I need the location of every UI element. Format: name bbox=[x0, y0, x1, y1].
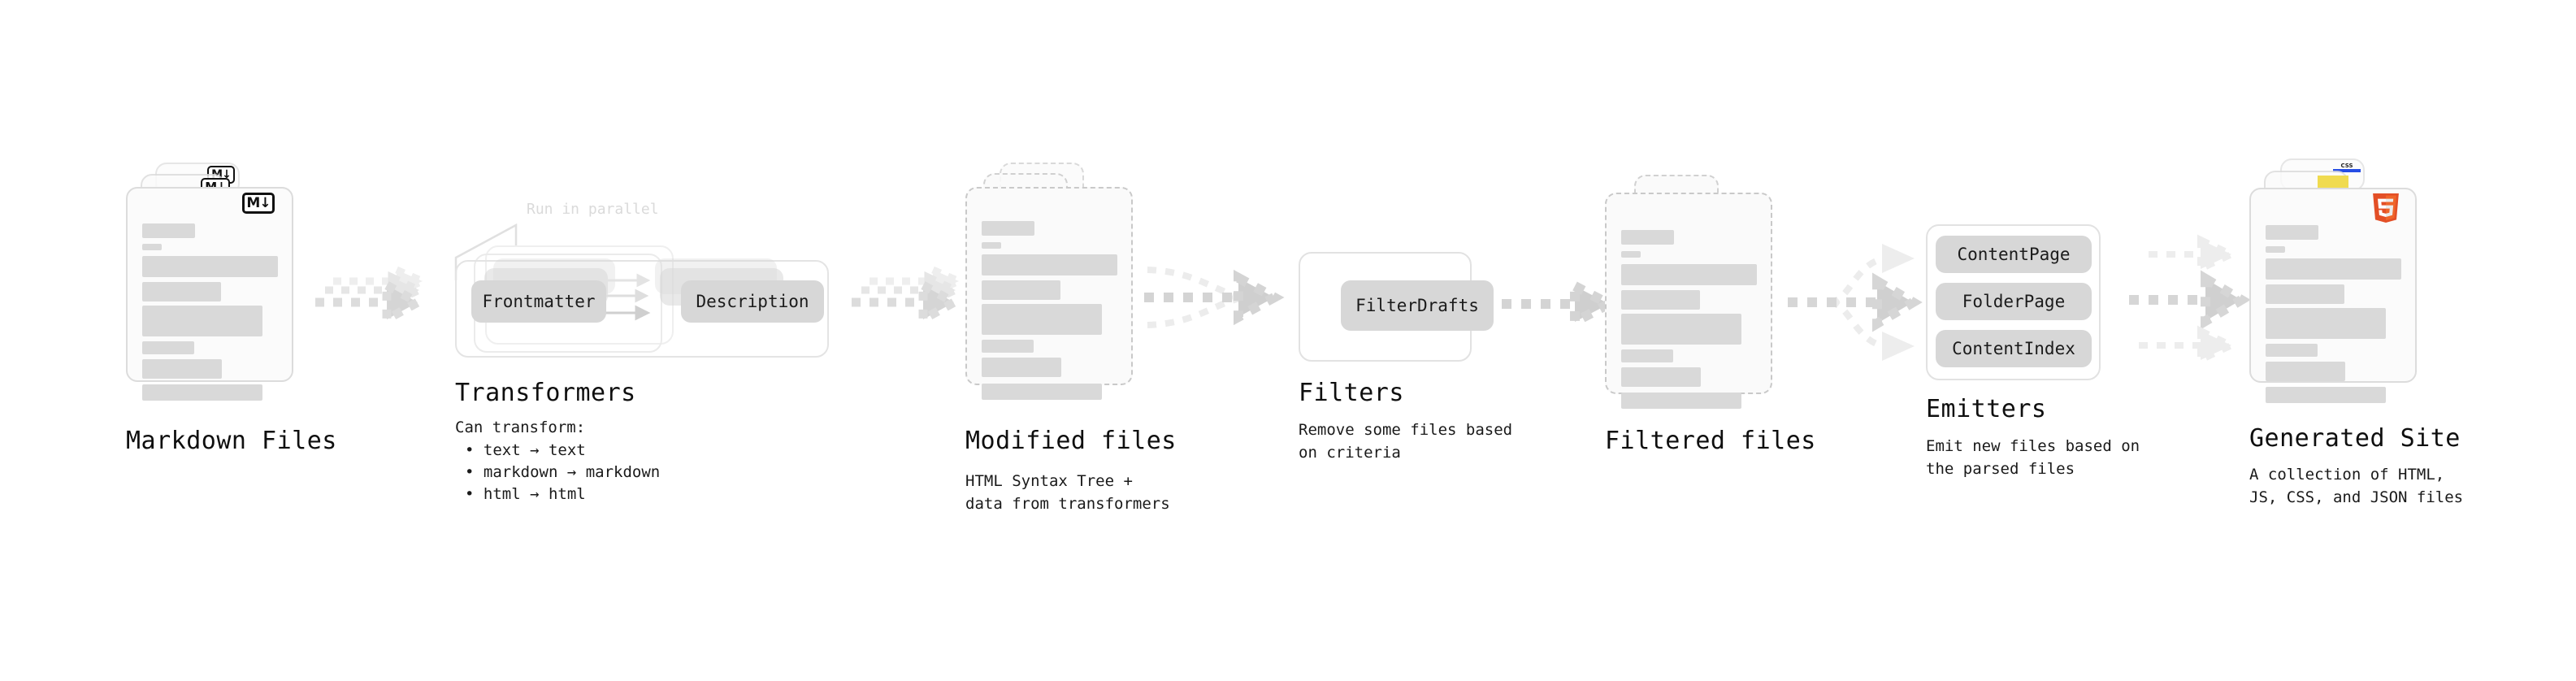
generated-site-title: Generated Site bbox=[2249, 424, 2461, 453]
modified-files-desc-0: HTML Syntax Tree + bbox=[965, 472, 1133, 490]
emitters-title: Emitters bbox=[1926, 395, 2047, 423]
card-bar bbox=[142, 282, 221, 301]
filters-title: Filters bbox=[1299, 379, 1404, 407]
arrow-filters-to-filtered bbox=[1502, 278, 1620, 330]
card-bar bbox=[982, 384, 1102, 400]
emitters-desc-1: the parsed files bbox=[1926, 460, 2075, 478]
arrow-markdown-to-transformers bbox=[315, 264, 432, 327]
card-bar bbox=[982, 304, 1102, 335]
modified-files-desc-1: data from transformers bbox=[965, 495, 1170, 513]
card-bar bbox=[1621, 264, 1757, 285]
arrow-emitters-to-site bbox=[2129, 234, 2251, 366]
filters-desc-0: Remove some files based bbox=[1299, 421, 1513, 439]
markdown-files-title: Markdown Files bbox=[126, 427, 337, 455]
transformer-inner-arrows bbox=[591, 273, 651, 321]
card-bar bbox=[982, 358, 1061, 377]
card-bar bbox=[2266, 387, 2386, 403]
html5-badge: HTML bbox=[2370, 193, 2402, 230]
css-badge-bar bbox=[2333, 169, 2361, 172]
card-bar bbox=[1621, 367, 1701, 387]
arrow-transformers-to-modified bbox=[852, 264, 969, 327]
generated-site-desc-0: A collection of HTML, bbox=[2249, 466, 2445, 484]
emitter-node-folderpage: FolderPage bbox=[1936, 283, 2092, 320]
card-bar bbox=[1621, 290, 1700, 310]
card-bar bbox=[2266, 308, 2386, 339]
card-bar bbox=[142, 384, 262, 401]
card-bar bbox=[142, 256, 278, 277]
transformer-node-description: Description bbox=[681, 280, 824, 323]
run-in-parallel-note: Run in parallel bbox=[527, 201, 659, 218]
emitter-node-contentpage: ContentPage bbox=[1936, 236, 2092, 273]
css-badge: CSS bbox=[2333, 163, 2361, 174]
filter-node-filterdrafts: FilterDrafts bbox=[1341, 280, 1494, 331]
emitters-group bbox=[1926, 224, 2101, 380]
transformers-bullet-0: • text → text bbox=[465, 441, 586, 459]
card-bar bbox=[1621, 251, 1641, 258]
emitters-desc-0: Emit new files based on bbox=[1926, 437, 2140, 455]
card-bar bbox=[2266, 225, 2318, 240]
card-bar bbox=[142, 359, 222, 379]
transformers-title: Transformers bbox=[455, 379, 636, 407]
card-bar bbox=[2266, 344, 2318, 357]
card-bar bbox=[982, 221, 1034, 236]
transformer-node-frontmatter: Frontmatter bbox=[471, 280, 606, 323]
transformers-bullet-2: • html → html bbox=[465, 485, 586, 503]
filters-desc-1: on criteria bbox=[1299, 444, 1401, 462]
card-bar bbox=[142, 306, 262, 336]
card-bar bbox=[1621, 393, 1741, 409]
card-bar bbox=[982, 340, 1034, 353]
card-bar bbox=[2266, 258, 2401, 280]
modified-files-title: Modified files bbox=[965, 427, 1177, 455]
arrow-modified-to-filters bbox=[1144, 267, 1285, 328]
transformers-intro: Can transform: bbox=[455, 419, 586, 436]
arrow-filtered-to-emitters bbox=[1788, 244, 1923, 361]
css-badge-label: CSS bbox=[2340, 163, 2353, 169]
generated-site-desc-1: JS, CSS, and JSON files bbox=[2249, 488, 2464, 506]
card-bar bbox=[1621, 230, 1674, 245]
card-bar bbox=[1621, 314, 1741, 345]
card-bar bbox=[982, 280, 1060, 300]
card-bar bbox=[2266, 246, 2285, 253]
card-bar bbox=[1621, 349, 1673, 362]
card-bar bbox=[982, 254, 1117, 275]
card-bar bbox=[142, 341, 194, 354]
transformer-group-front bbox=[455, 260, 829, 358]
card-bar bbox=[142, 223, 195, 238]
transformers-bullet-1: • markdown → markdown bbox=[465, 463, 661, 481]
card-bar bbox=[982, 242, 1001, 249]
card-bar bbox=[2266, 362, 2345, 381]
html5-shield-icon bbox=[2373, 193, 2399, 223]
filtered-files-title: Filtered files bbox=[1605, 427, 1816, 455]
markdown-badge: M↓ bbox=[242, 193, 275, 214]
card-bar bbox=[2266, 284, 2344, 304]
card-bar bbox=[142, 244, 162, 250]
emitter-node-contentindex: ContentIndex bbox=[1936, 330, 2092, 367]
